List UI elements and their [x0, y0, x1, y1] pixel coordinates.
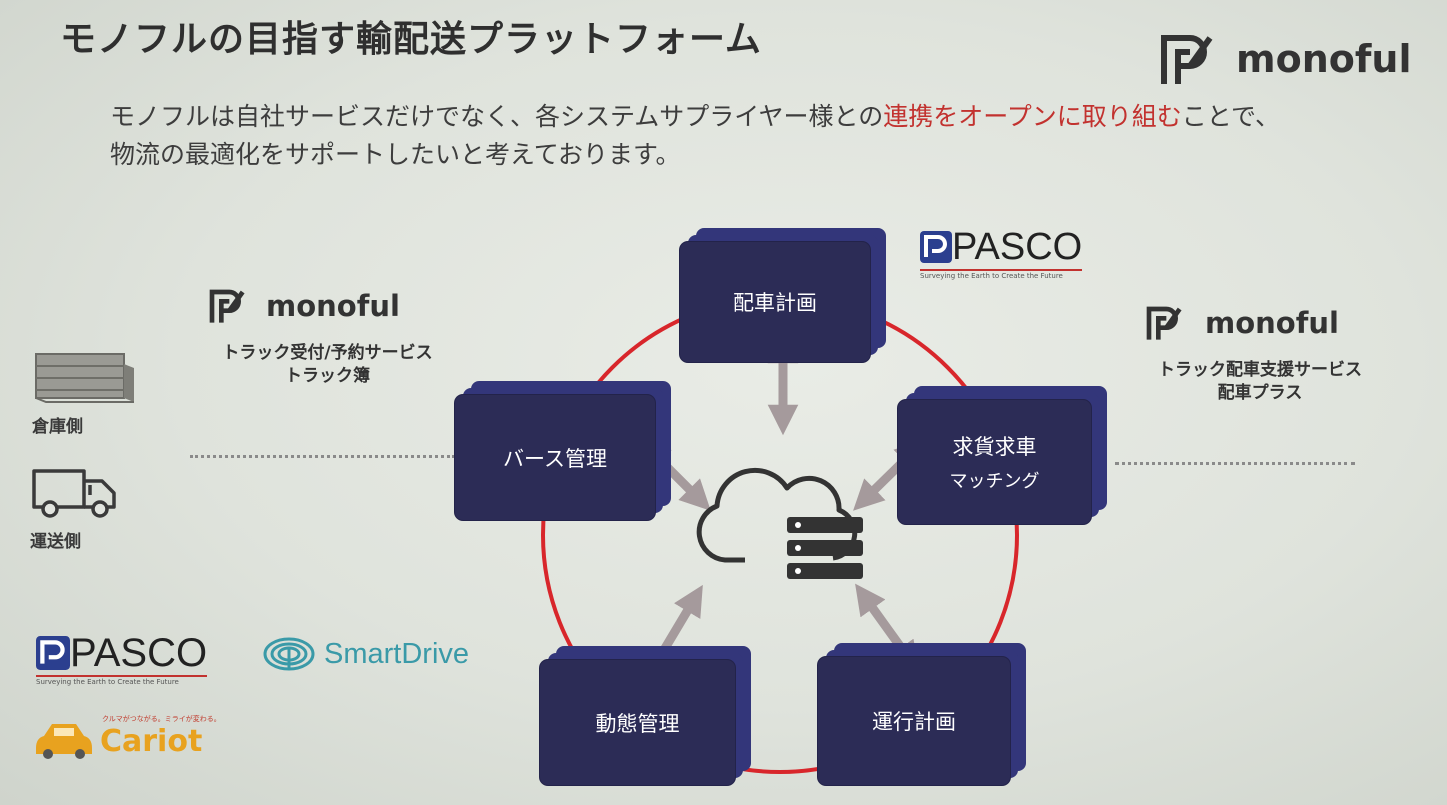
left-service-caption: トラック受付/予約サービス トラック簿: [200, 342, 455, 388]
pasco-logo-icon: [920, 231, 952, 263]
monoful-logo-icon: [209, 289, 245, 323]
pasco-logo-bottom: PASCO Surveying the Earth to Create the …: [36, 631, 208, 686]
pasco-tagline-top: Surveying the Earth to Create the Future: [920, 269, 1083, 280]
node-berth-management: バース管理: [455, 381, 671, 520]
node-dispatch-planning: 配車計画: [680, 228, 886, 362]
right-service-line-1: トラック配車支援サービス: [1158, 360, 1362, 380]
subtitle-highlight: 連携をオープンに取り組む: [883, 102, 1182, 131]
left-service-line-2: トラック簿: [285, 366, 370, 386]
node-matching-label-1: 求貨求車: [952, 435, 1037, 459]
header-monoful-logo: monoful: [1158, 30, 1411, 88]
right-monoful-logo: monoful: [1145, 303, 1339, 343]
warehouse-icon: [35, 353, 134, 403]
left-service-line-1: トラック受付/予約サービス: [222, 343, 433, 363]
separator-left: [190, 455, 455, 458]
separator-right: [1115, 462, 1355, 465]
node-tracking-management: 動態管理: [540, 646, 751, 785]
transport-side-label: 運送側: [30, 532, 81, 552]
subtitle: モノフルは自社サービスだけでなく、各システムサプライヤー様との連携をオープンに取…: [110, 98, 1370, 174]
node-dispatch-label: 配車計画: [733, 291, 817, 315]
right-brand-name: monoful: [1205, 306, 1339, 340]
cariot-wordmark: Cariot: [100, 724, 203, 759]
cariot-tagline: クルマがつながる。ミライが変わる。: [102, 715, 221, 723]
left-monoful-logo: monoful: [208, 286, 400, 326]
page-title: モノフルの目指す輸配送プラットフォーム: [60, 19, 762, 60]
smartdrive-logo: SmartDrive: [262, 636, 469, 672]
subtitle-line-1: モノフルは自社サービスだけでなく、各システムサプライヤー様との連携をオープンに取…: [110, 102, 1281, 131]
node-tracking-label: 動態管理: [595, 711, 680, 736]
node-load-matching: 求貨求車 マッチング: [898, 386, 1107, 524]
left-brand-name: monoful: [266, 289, 400, 323]
pasco-logo-icon: [36, 636, 70, 670]
node-matching-label-2: マッチング: [949, 471, 1040, 492]
smartdrive-wordmark: SmartDrive: [324, 637, 470, 670]
smartdrive-logo-icon: [263, 637, 315, 671]
pasco-tagline-bottom: Surveying the Earth to Create the Future: [36, 675, 208, 686]
cariot-car-icon: [36, 724, 92, 759]
pasco-wordmark-top: PASCO: [952, 226, 1083, 268]
header-brand-name: monoful: [1236, 37, 1412, 81]
node-operation-label: 運行計画: [872, 710, 956, 734]
right-service-line-2: 配車プラス: [1217, 383, 1303, 403]
subtitle-line-2: 物流の最適化をサポートしたいと考えております。: [110, 140, 681, 169]
pasco-logo-top: PASCO Surveying the Earth to Create the …: [920, 226, 1083, 280]
monoful-logo-icon: [1146, 306, 1182, 340]
node-operation-planning: 運行計画: [818, 643, 1026, 785]
warehouse-side-label: 倉庫側: [32, 417, 83, 437]
cloud-server-icon: [696, 467, 863, 579]
right-service-caption: トラック配車支援サービス 配車プラス: [1140, 359, 1380, 405]
node-berth-label: バース管理: [503, 446, 607, 471]
truck-icon: [32, 469, 116, 518]
pasco-wordmark-bottom: PASCO: [70, 631, 208, 675]
monoful-logo-icon: [1161, 35, 1213, 84]
